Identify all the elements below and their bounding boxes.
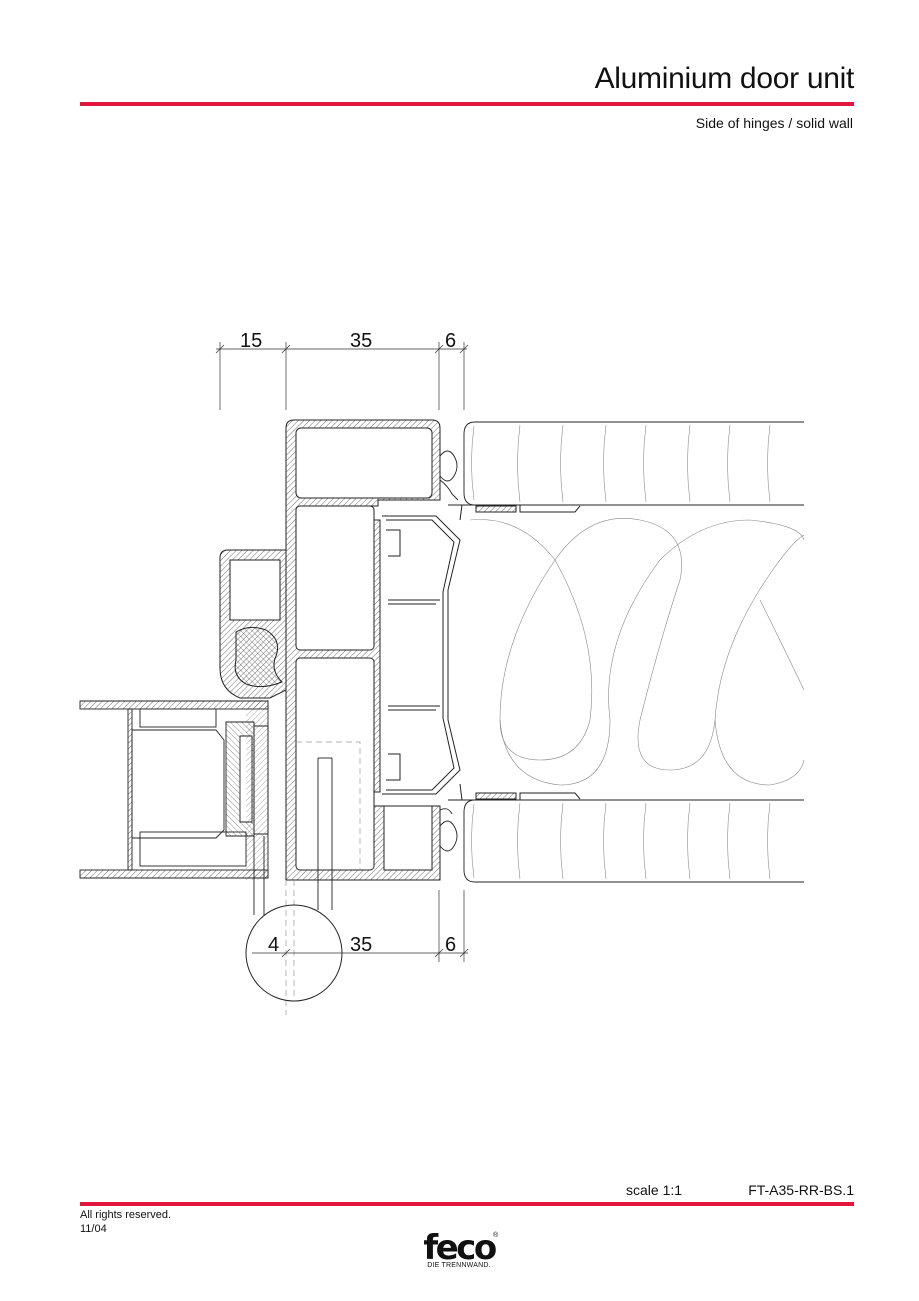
scale-label: scale 1:1 [626, 1182, 683, 1198]
bottom-dimension-3: 6 [445, 934, 456, 956]
bottom-red-rule [80, 1202, 854, 1206]
bottom-dimension-chain [252, 890, 469, 962]
insulation-pattern [469, 518, 805, 786]
leaf-stop-profile [219, 549, 287, 699]
hidden-lines [285, 741, 361, 1015]
logo-tagline: DIE TRENNWAND. [427, 1262, 491, 1269]
rights-notice: All rights reserved. [80, 1209, 172, 1221]
hinge-axis-circle [245, 904, 343, 1002]
feco-logo: feco ® DIE TRENNWAND. [418, 1228, 500, 1269]
door-leaf [79, 700, 269, 880]
frame-seals [439, 450, 459, 852]
top-dimension-3: 6 [445, 330, 456, 352]
issue-date: 11/04 [80, 1223, 107, 1235]
hinge-pin-lines [253, 757, 333, 915]
bottom-dimension-1: 4 [268, 934, 279, 956]
top-dimension-2: 35 [350, 330, 372, 352]
wall-board-bottom [463, 799, 804, 883]
frame-profile [285, 419, 441, 881]
bottom-dimension-2: 35 [350, 934, 372, 956]
wall-board-top [463, 421, 804, 506]
top-dimension-chain [215, 342, 469, 410]
drawing-code: FT-A35-RR-BS.1 [748, 1182, 854, 1198]
logo-registered-mark: ® [493, 1232, 499, 1239]
top-dimension-1: 15 [240, 330, 262, 352]
page-title: Aluminium door unit [594, 62, 855, 95]
page-subtitle: Side of hinges / solid wall [695, 115, 853, 131]
logo-word: feco [423, 1228, 497, 1268]
steel-clip-assembly [382, 504, 581, 801]
top-red-rule [80, 102, 854, 106]
